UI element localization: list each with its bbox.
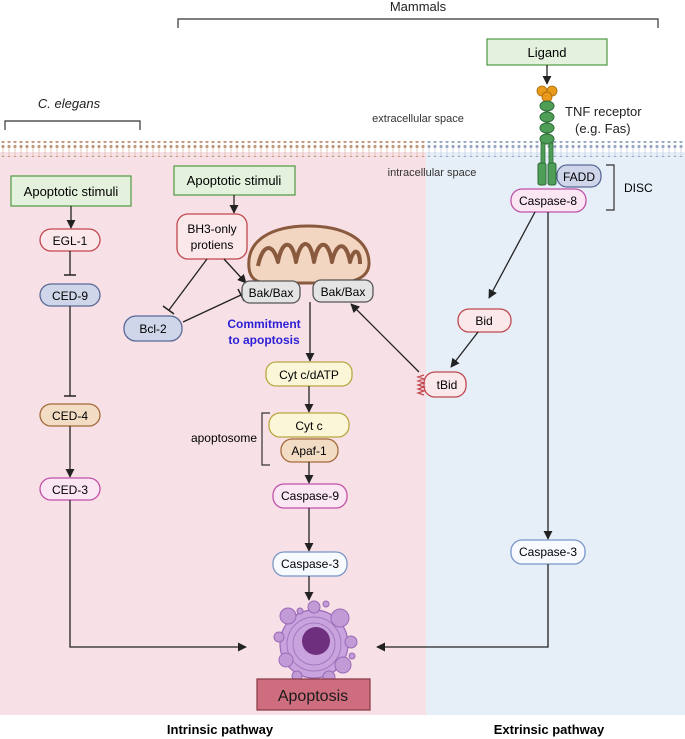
arrow-tbid-bakbax bbox=[350, 303, 420, 373]
bh3-only-node bbox=[176, 213, 248, 260]
cytc-datp-label: Cyt c/dATP bbox=[279, 368, 339, 382]
disc-label: DISC bbox=[624, 181, 653, 195]
apoptotic-stimuli-worm-box bbox=[10, 175, 132, 207]
tbid-label: tBid bbox=[437, 378, 458, 392]
apoptotic-stimuli-worm-label: Apoptotic stimuli bbox=[24, 184, 119, 199]
tnf-receptor-label-line2: (e.g. Fas) bbox=[575, 121, 631, 136]
ligand-box bbox=[486, 38, 608, 66]
ced9-label: CED-9 bbox=[52, 289, 88, 303]
c-elegans-label: C. elegans bbox=[38, 96, 101, 111]
caspase9-node bbox=[272, 483, 348, 509]
intrinsic-pathway-label: Intrinsic pathway bbox=[167, 722, 274, 737]
commitment-label-line2: to apoptosis bbox=[228, 333, 300, 347]
commitment-label-line1: Commitment bbox=[227, 317, 300, 331]
ligand-label: Ligand bbox=[527, 45, 566, 60]
c-elegans-bracket bbox=[4, 120, 141, 130]
bcl2-node bbox=[123, 315, 183, 342]
bcl2-label: Bcl-2 bbox=[139, 322, 167, 336]
arrow-caspase3-extrinsic-apoptosis bbox=[376, 564, 549, 652]
inhibit-bar-bh3-bcl2 bbox=[162, 305, 175, 315]
bakbax-left-label: Bak/Bax bbox=[249, 286, 294, 300]
extracellular-space-label: extracellular space bbox=[372, 113, 464, 125]
bid-label: Bid bbox=[475, 314, 492, 328]
apoptosome-label: apoptosome bbox=[191, 431, 257, 445]
bakbax-right-node bbox=[312, 279, 374, 303]
caspase3-intrinsic-node bbox=[272, 551, 348, 577]
arrow-ced3-apoptosis bbox=[69, 500, 247, 652]
cytc-label: Cyt c bbox=[295, 419, 322, 433]
apoptosis-box bbox=[256, 678, 371, 711]
fadd-label: FADD bbox=[563, 170, 595, 184]
extrinsic-background bbox=[426, 152, 685, 715]
bakbax-left-node bbox=[241, 280, 301, 304]
tnf-receptor-label-line1: TNF receptor bbox=[565, 104, 642, 119]
arrow-bid-tbid bbox=[450, 331, 479, 368]
bh3-only-label-line1: BH3-only bbox=[187, 222, 236, 236]
bh3-only-label-line2: protiens bbox=[191, 238, 234, 252]
caspase3-intrinsic-label: Caspase-3 bbox=[281, 557, 339, 571]
inhibit-bcl2-bakbax bbox=[182, 294, 242, 323]
mitochondrion bbox=[247, 224, 371, 285]
cytc-node bbox=[268, 412, 350, 438]
tbid-node bbox=[416, 371, 467, 398]
apaf1-label: Apaf-1 bbox=[291, 444, 327, 458]
intracellular-space-label: intracellular space bbox=[388, 167, 477, 179]
caspase9-label: Caspase-9 bbox=[281, 489, 339, 503]
cell-membrane-extrinsic bbox=[426, 141, 685, 157]
arrow-caspase8-bid bbox=[488, 211, 536, 299]
apoptotic-stimuli-mammal-label: Apoptotic stimuli bbox=[187, 173, 282, 188]
tnf-receptor bbox=[536, 85, 558, 186]
inhibit-bh3-bcl2 bbox=[168, 258, 208, 311]
ced3-label: CED-3 bbox=[52, 483, 88, 497]
arrow-bh3-bakbax bbox=[223, 258, 247, 284]
egl1-label: EGL-1 bbox=[53, 234, 88, 248]
disc-bracket bbox=[606, 164, 615, 211]
mammals-bracket bbox=[177, 18, 659, 28]
fadd-node bbox=[556, 164, 602, 188]
apoptosis-label: Apoptosis bbox=[278, 688, 348, 705]
bakbax-right-label: Bak/Bax bbox=[321, 285, 366, 299]
mammals-label: Mammals bbox=[390, 0, 447, 14]
caspase8-label: Caspase-8 bbox=[519, 194, 577, 208]
ced4-label: CED-4 bbox=[52, 409, 88, 423]
caspase3-extrinsic-label: Caspase-3 bbox=[519, 545, 577, 559]
apoptotic-cell bbox=[273, 600, 358, 688]
extrinsic-pathway-label: Extrinsic pathway bbox=[494, 722, 605, 737]
cell-membrane bbox=[0, 141, 426, 157]
bid-node bbox=[457, 308, 512, 333]
apoptosome-bracket bbox=[261, 412, 270, 466]
